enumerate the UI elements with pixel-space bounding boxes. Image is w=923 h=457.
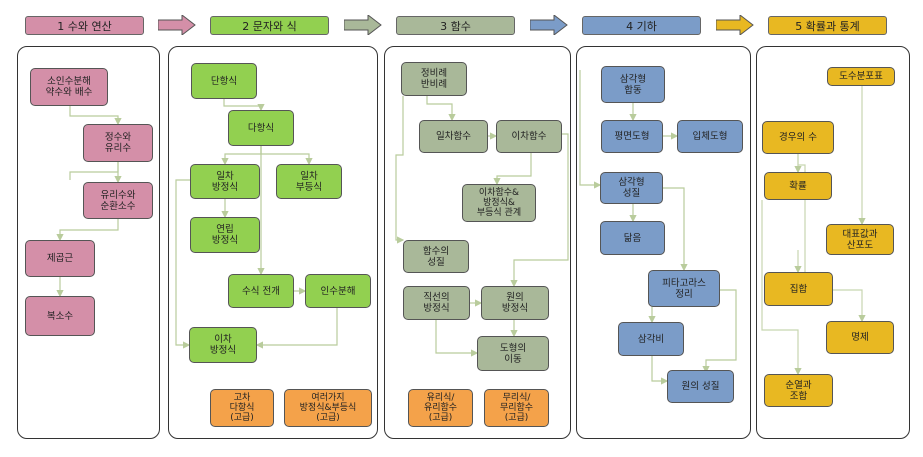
node-similarity[interactable]: 닮음 <box>600 221 665 255</box>
node-plane-figures[interactable]: 평면도형 <box>601 120 663 153</box>
node-counting[interactable]: 경우의 수 <box>762 121 834 154</box>
node-polynomial[interactable]: 다항식 <box>228 110 294 146</box>
node-quadratic-relations[interactable]: 이차함수& 방정식& 부등식 관계 <box>462 184 536 222</box>
node-factorization[interactable]: 인수분해 <box>305 274 371 308</box>
node-solid-figures[interactable]: 입체도형 <box>677 120 743 153</box>
node-irrational-function[interactable]: 무리식/ 무리함수 (고급) <box>484 389 549 427</box>
node-trigonometric-ratio[interactable]: 삼각비 <box>618 322 684 356</box>
node-function-properties[interactable]: 함수의 성질 <box>403 240 469 273</box>
arrow-1-to-2 <box>158 15 196 35</box>
node-higher-polynomial[interactable]: 고차 다항식 (고급) <box>210 389 274 427</box>
node-representative-values[interactable]: 대표값과 산포도 <box>826 224 894 255</box>
header-probability-statistics: 5 확률과 통계 <box>768 16 887 35</box>
node-proportion[interactable]: 정비례 반비례 <box>401 62 467 96</box>
node-prime-factorization[interactable]: 소인수분해 약수와 배수 <box>30 68 108 106</box>
arrow-2-to-3 <box>344 15 382 35</box>
node-circle-properties[interactable]: 원의 성질 <box>667 370 734 403</box>
node-quadratic-function[interactable]: 이차함수 <box>496 120 562 153</box>
node-triangle-congruence[interactable]: 삼각형 합동 <box>601 66 665 103</box>
node-quadratic-equation[interactable]: 이차 방정식 <box>189 327 257 363</box>
node-repeating-decimals[interactable]: 유리수와 순환소수 <box>83 182 153 219</box>
node-integers-rationals[interactable]: 정수와 유리수 <box>83 124 153 162</box>
node-rational-function[interactable]: 유리식/ 유리함수 (고급) <box>408 389 473 427</box>
node-set[interactable]: 집합 <box>764 272 833 306</box>
node-line-equation[interactable]: 직선의 방정식 <box>403 286 470 320</box>
node-linear-equation[interactable]: 일차 방정식 <box>190 164 260 199</box>
node-permutation-combination[interactable]: 순열과 조합 <box>764 374 833 407</box>
arrow-4-to-5 <box>716 15 754 35</box>
node-monomial[interactable]: 단항식 <box>191 63 257 99</box>
node-complex-numbers[interactable]: 복소수 <box>25 296 95 336</box>
node-simultaneous-equations[interactable]: 연립 방정식 <box>190 217 260 253</box>
node-pythagorean[interactable]: 피타고라스 정리 <box>648 270 720 307</box>
node-triangle-properties[interactable]: 삼각형 성질 <box>600 172 663 204</box>
node-proposition[interactable]: 명제 <box>826 321 894 354</box>
header-numbers-operations: 1 수와 연산 <box>25 16 144 35</box>
node-linear-inequality[interactable]: 일차 부등식 <box>276 164 342 199</box>
node-various-equations[interactable]: 여러가지 방정식&부등식 (고급) <box>284 389 372 427</box>
node-square-root[interactable]: 제곱근 <box>25 240 95 277</box>
arrow-3-to-4 <box>530 15 568 35</box>
header-letters-expressions: 2 문자와 식 <box>210 16 329 35</box>
node-figure-transformation[interactable]: 도형의 이동 <box>477 336 549 371</box>
node-probability[interactable]: 확률 <box>764 172 832 200</box>
node-linear-function[interactable]: 일차함수 <box>419 120 488 153</box>
node-circle-equation[interactable]: 원의 방정식 <box>481 286 549 320</box>
node-frequency-table[interactable]: 도수분포표 <box>827 67 895 86</box>
node-expansion[interactable]: 수식 전개 <box>228 274 294 308</box>
header-functions: 3 함수 <box>396 16 515 35</box>
header-geometry: 4 기하 <box>582 16 701 35</box>
